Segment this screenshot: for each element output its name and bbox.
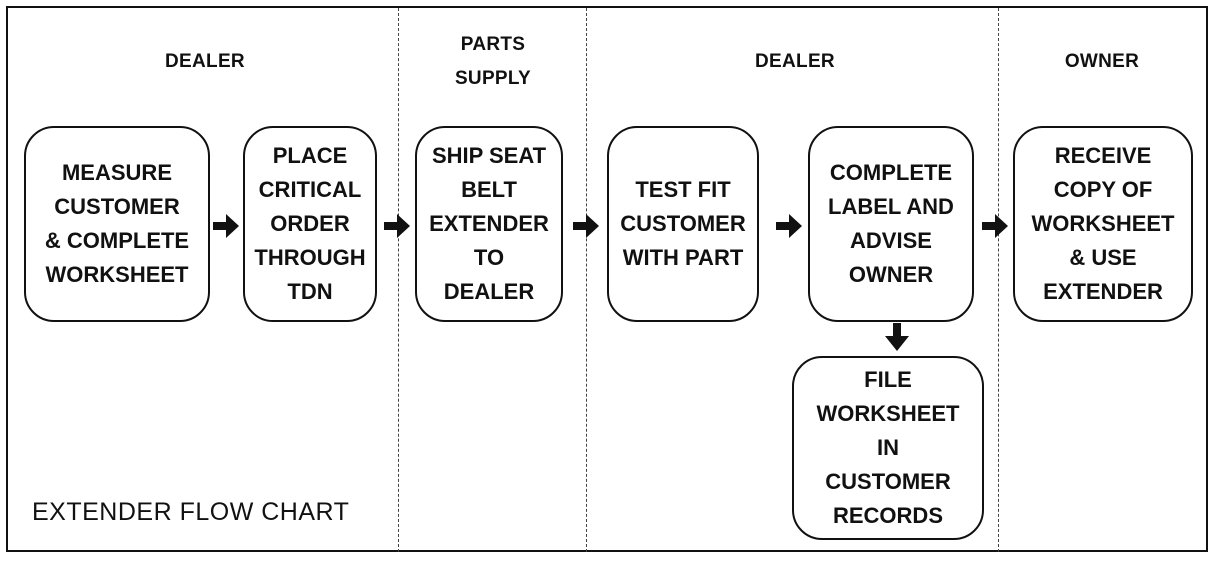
step-measure-customer: MEASURE CUSTOMER & COMPLETE WORKSHEET bbox=[24, 126, 210, 322]
step-test-fit-customer: TEST FIT CUSTOMER WITH PART bbox=[607, 126, 759, 322]
lane-divider bbox=[586, 8, 587, 552]
lane-divider bbox=[998, 8, 999, 552]
step-file-worksheet: FILE WORKSHEET IN CUSTOMER RECORDS bbox=[792, 356, 984, 540]
step-place-critical-order: PLACE CRITICAL ORDER THROUGH TDN bbox=[243, 126, 377, 322]
step-ship-seat-belt-extender: SHIP SEAT BELT EXTENDER TO DEALER bbox=[415, 126, 563, 322]
lane-header-owner: OWNER bbox=[1064, 51, 1140, 72]
lane-header-dealer-2: DEALER bbox=[755, 51, 835, 72]
step-complete-label: COMPLETE LABEL AND ADVISE OWNER bbox=[808, 126, 974, 322]
step-receive-copy: RECEIVE COPY OF WORKSHEET & USE EXTENDER bbox=[1013, 126, 1193, 322]
lane-divider bbox=[398, 8, 399, 552]
lane-header-dealer-1: DEALER bbox=[165, 51, 245, 72]
diagram-title: EXTENDER FLOW CHART bbox=[32, 498, 350, 526]
lane-header-parts-supply: PARTS SUPPLY bbox=[454, 34, 532, 89]
diagram-frame bbox=[6, 6, 1208, 552]
